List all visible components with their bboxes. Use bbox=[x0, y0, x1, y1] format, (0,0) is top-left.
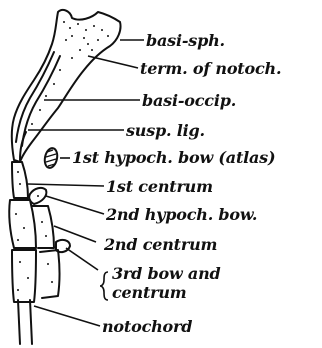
notochord-column bbox=[18, 300, 20, 344]
first-centrum bbox=[12, 162, 28, 198]
label-susp-lig: susp. lig. bbox=[126, 122, 205, 139]
notochord-in-skull bbox=[16, 52, 54, 142]
label-basi-sph: basi-sph. bbox=[146, 32, 225, 49]
label-centrum-1: 1st centrum bbox=[106, 178, 213, 195]
skull-base-outline bbox=[12, 10, 121, 162]
label-term-notoch: term. of notoch. bbox=[140, 60, 281, 77]
third-centrum bbox=[12, 250, 36, 302]
atlas-hatch bbox=[46, 150, 56, 166]
label-hypoch-bow-1: 1st hypoch. bow (atlas) bbox=[72, 149, 275, 166]
label-basi-occip: basi-occip. bbox=[142, 92, 236, 109]
label-bow-3-line2: centrum bbox=[112, 284, 187, 301]
label-centrum-2: 2nd centrum bbox=[104, 236, 217, 253]
second-centrum bbox=[9, 200, 36, 248]
label-notochord: notochord bbox=[102, 318, 192, 335]
label-hypoch-bow-2: 2nd hypoch. bow. bbox=[106, 206, 257, 223]
label-bow-3-line1: 3rd bow and bbox=[112, 265, 221, 282]
